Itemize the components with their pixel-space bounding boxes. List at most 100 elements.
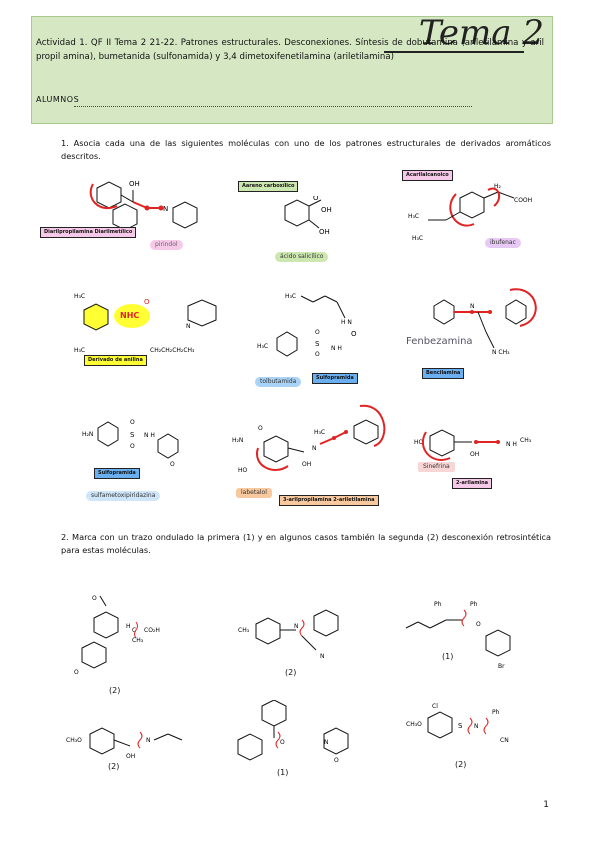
label-salicylic: Aareno carboxílico	[238, 181, 299, 192]
svg-text:O: O	[315, 351, 320, 358]
mark-1: (2)	[109, 686, 121, 695]
svg-text:S: S	[130, 431, 135, 439]
alumnos-dotted-line	[74, 106, 472, 107]
svg-text:Cl: Cl	[432, 703, 438, 710]
fenbezamine-structure: N N CH₃	[433, 288, 537, 356]
salicylic-acid-structure: OHO OH	[284, 196, 332, 236]
svg-text:N: N	[470, 303, 475, 310]
svg-text:O: O	[334, 757, 339, 764]
q2-molecule-2: CH₃ N N	[238, 609, 339, 660]
name-ibufenac: ibufenac	[485, 238, 521, 248]
mark-2: (2)	[285, 668, 297, 677]
sulfamethoxypyridazine-structure: H₂N SOO N H O	[82, 419, 179, 468]
svg-text:O: O	[351, 330, 357, 338]
page-number: 1	[543, 800, 549, 810]
svg-text:OH: OH	[319, 228, 330, 236]
svg-text:OH: OH	[129, 180, 140, 188]
svg-text:Ph: Ph	[434, 601, 442, 608]
svg-text:N: N	[320, 653, 325, 660]
svg-text:OH: OH	[126, 753, 135, 760]
svg-text:H₃C: H₃C	[74, 293, 85, 300]
svg-text:H₂N: H₂N	[232, 437, 243, 444]
label-tolbutamide: Sulfopramida	[312, 373, 358, 384]
svg-text:CH₃: CH₃	[132, 637, 144, 644]
svg-text:H₃C: H₃C	[412, 235, 423, 242]
name-tolbutamide: tolbutamida	[255, 377, 302, 387]
svg-text:COOH: COOH	[514, 197, 532, 204]
tema-title: Tema 2	[418, 13, 544, 53]
svg-text:N: N	[312, 445, 317, 452]
svg-text:CH₂CH₂CH₂CH₃: CH₂CH₂CH₂CH₃	[150, 347, 195, 354]
svg-text:Br: Br	[498, 663, 505, 670]
mark-4: (2)	[108, 762, 120, 771]
svg-text:HO: HO	[414, 439, 424, 446]
label-aniline: Derivado de anilina	[84, 355, 147, 366]
name-labetalol: labetalol	[236, 488, 272, 498]
svg-text:O: O	[74, 669, 79, 676]
mark-3: (1)	[442, 652, 454, 661]
pirindol-structure: OH N	[89, 180, 198, 231]
svg-text:HO: HO	[238, 467, 248, 474]
svg-text:N: N	[146, 737, 151, 744]
svg-text:CH₃: CH₃	[238, 627, 250, 634]
svg-text:H₃C: H₃C	[285, 293, 296, 300]
activity-text: Actividad 1. QF II Tema 2 21-22. Patrone…	[36, 38, 544, 62]
label-fenbezamine: Bencilamina	[422, 368, 465, 379]
svg-text:O: O	[476, 621, 481, 628]
svg-text:OH: OH	[470, 451, 479, 458]
svg-text:H₃C: H₃C	[74, 347, 85, 354]
svg-text:H N: H N	[341, 319, 352, 326]
mark-5: (1)	[277, 768, 289, 777]
svg-text:N: N	[294, 623, 299, 630]
svg-text:O: O	[92, 595, 97, 602]
name-salicylic: ácido salicílico	[275, 252, 329, 262]
alumnos-label: ALUMNOS	[36, 95, 80, 104]
activity-header: Tema 2	[31, 13, 553, 124]
svg-text:H₂: H₂	[494, 183, 502, 190]
name-synephrine: Sinefrina	[418, 462, 455, 472]
svg-text:N H: N H	[331, 345, 342, 352]
svg-text:N: N	[324, 739, 329, 746]
svg-text:O: O	[313, 196, 319, 202]
svg-text:CH₃: CH₃	[520, 437, 532, 444]
label-pirindol: Diarilpropilamina Diarilmetílico	[40, 227, 137, 238]
svg-text:N: N	[163, 205, 168, 213]
label-ibufenac: Acarilalcanoico	[402, 170, 453, 181]
svg-text:S: S	[458, 722, 463, 730]
svg-text:N: N	[186, 323, 191, 330]
svg-text:O: O	[144, 298, 150, 306]
svg-text:N: N	[474, 723, 479, 730]
svg-text:Ph: Ph	[492, 709, 500, 716]
svg-text:N H: N H	[506, 441, 517, 448]
mark-6: (2)	[455, 760, 467, 769]
svg-text:OH: OH	[321, 206, 332, 214]
svg-text:S: S	[315, 340, 320, 348]
label-sulfamethoxypyridazine: Sulfopramida	[94, 468, 140, 479]
svg-text:CH₃O: CH₃O	[66, 737, 82, 744]
svg-text:O: O	[130, 419, 135, 426]
svg-text:O: O	[130, 443, 135, 450]
tolbutamide-structure: H₃C H NO H₃C SOO N H	[257, 293, 357, 358]
label-synephrine: 2-arilamina	[452, 478, 493, 489]
svg-text:N H: N H	[144, 432, 155, 439]
svg-text:CN: CN	[500, 737, 509, 744]
name-fenbezamine: Fenbezamina	[406, 336, 473, 347]
question-2: 2. Marca con un trazo ondulado la primer…	[61, 532, 551, 555]
svg-text:CO₂H: CO₂H	[144, 627, 160, 634]
svg-text:O: O	[258, 425, 263, 432]
q2-molecule-5: O N O	[237, 700, 349, 764]
svg-text:O: O	[280, 739, 285, 746]
svg-text:C: C	[132, 627, 136, 634]
svg-text:H₃C: H₃C	[314, 429, 325, 436]
name-pirindol: pirindol	[150, 240, 183, 250]
question-1: 1. Asocia cada una de las siguientes mol…	[61, 138, 551, 161]
svg-text:Ph: Ph	[470, 601, 478, 608]
svg-text:O: O	[170, 461, 175, 468]
q2-molecule-3: Ph Ph O Br	[405, 601, 511, 670]
